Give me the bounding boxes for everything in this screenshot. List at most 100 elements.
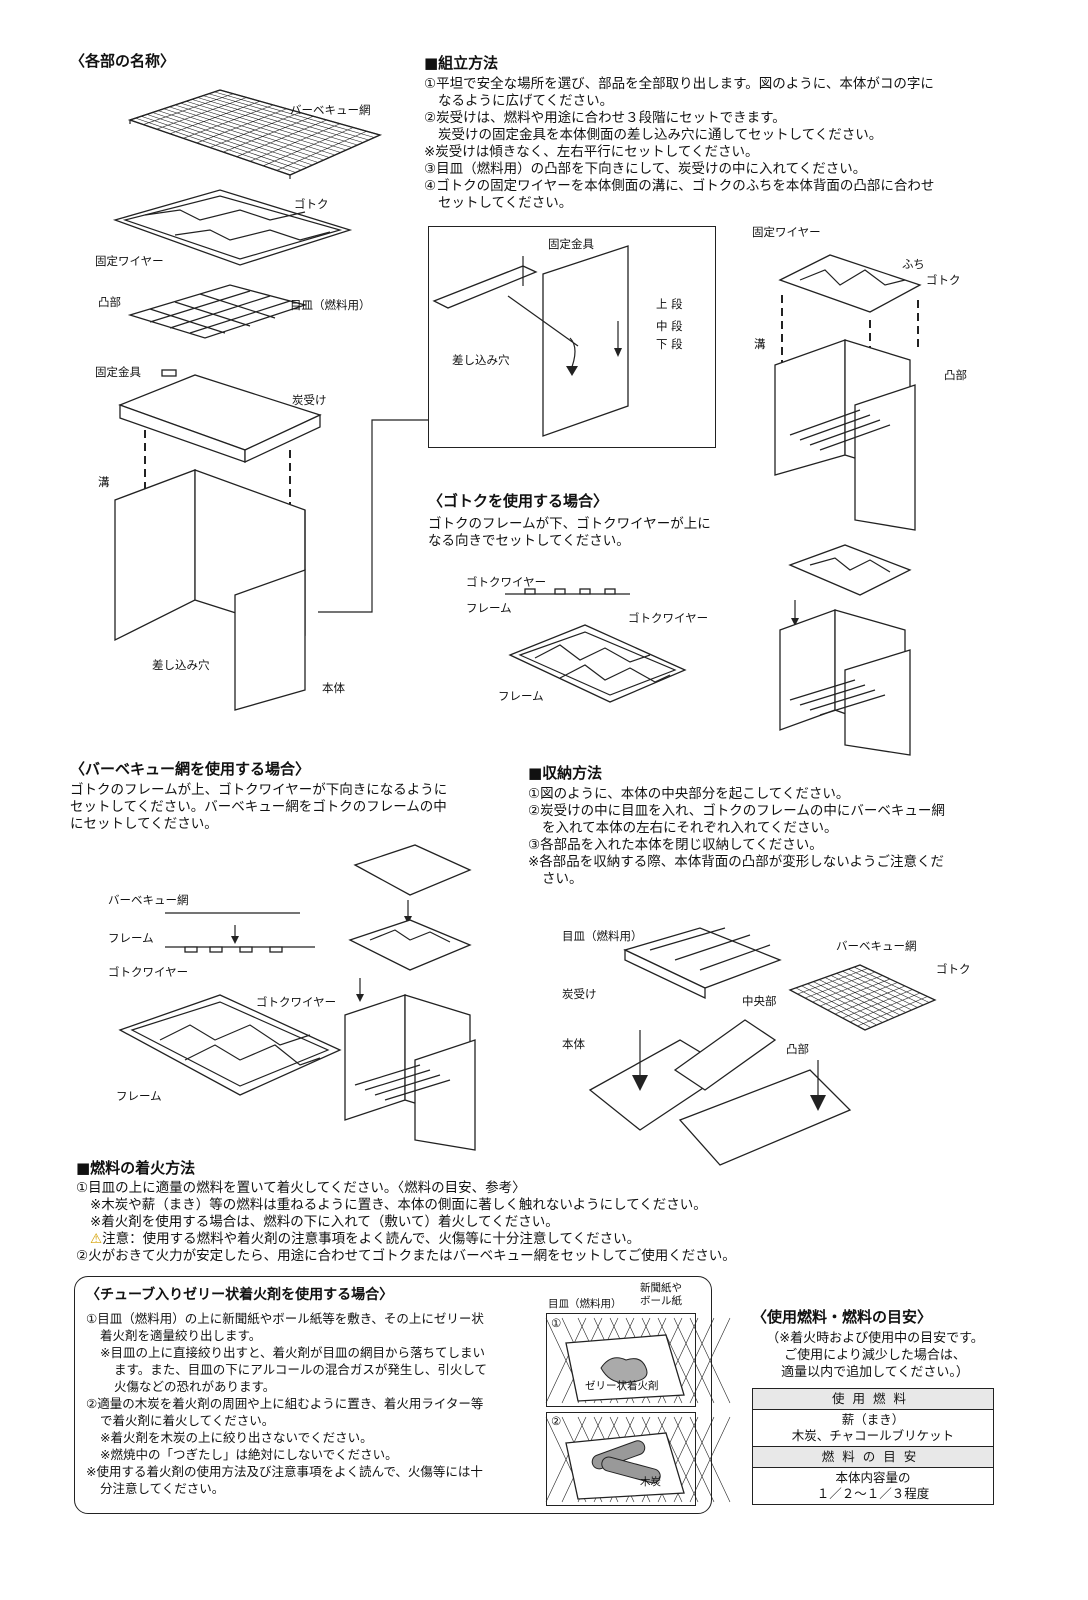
asm-label-gotoku: ゴトク	[926, 273, 961, 287]
bbq-use-diagram	[118, 912, 342, 1096]
detail-diagram	[432, 245, 629, 437]
bu-label-wire2: ゴトクワイヤー	[256, 995, 337, 1009]
asm-label-protrusion: 凸部	[944, 368, 967, 382]
ignition-line: ※着火剤を使用する場合は、燃料の下に入れて（敷いて）着火してください。	[90, 1214, 559, 1230]
label-body: 本体	[322, 681, 345, 695]
storage-text: ①図のように、本体の中央部分を起こしてください。 ②炭受けの中に目皿を入れ、ゴト…	[528, 786, 945, 888]
label-fixed-wire: 固定ワイヤー	[95, 254, 164, 268]
fuel-table-cell: 本体内容量の １／２〜１／３程度	[752, 1467, 994, 1505]
detail-box	[428, 226, 716, 448]
st-label-gotoku: ゴトク	[936, 962, 971, 976]
gel-figure-2	[546, 1412, 696, 1506]
bbq-use-line: ゴトクのフレームが上、ゴトクワイヤーが下向きになるように	[70, 782, 448, 798]
assembly-line: ③目皿（燃料用）の凸部を下向きにして、炭受けの中に入れてください。	[424, 161, 867, 177]
warning-icon: ⚠	[90, 1231, 103, 1247]
detail-label-lower: 下 段	[656, 337, 683, 351]
storage-line: を入れて本体の左右にそれぞれ入れてください。	[542, 820, 838, 836]
gu-label-wire2: ゴトクワイヤー	[628, 611, 709, 625]
gel-label-gel: ゼリー状着火剤	[585, 1380, 659, 1392]
bbq-use-line: にセットしてください。	[70, 816, 218, 832]
gel-label-news1: 新聞紙や	[640, 1282, 682, 1294]
bu-label-frame2: フレーム	[116, 1089, 162, 1103]
bu-label-net: バーベキュー網	[108, 893, 189, 907]
assembly-line: ④ゴトクの固定ワイヤーを本体側面の溝に、ゴトクのふちを本体背面の凸部に合わせ	[424, 178, 935, 194]
gotoku-use-line: ゴトクのフレームが下、ゴトクワイヤーが上に	[428, 516, 711, 532]
gel-text: ①目皿（燃料用）の上に新聞紙やボール紙等を敷き、その上にゼリー状 着火剤を適量絞…	[86, 1310, 487, 1497]
fuel-table-header-2: 燃料の目安	[752, 1446, 994, 1468]
gotoku-use-title: 〈ゴトクを使用する場合〉	[428, 492, 609, 510]
gel-label-num1: ①	[551, 1316, 562, 1330]
gel-line: ※使用する着火剤の使用方法及び注意事項をよく読んで、火傷等には十	[86, 1464, 483, 1479]
fuel-table-r1b: 木炭、チャコールブリケット	[791, 1428, 955, 1443]
label-bbq-net: バーベキュー網	[290, 103, 371, 117]
st-label-body: 本体	[562, 1037, 585, 1051]
storage-line: ※各部品を収納する際、本体背面の凸部が変形しないようご注意くだ	[528, 854, 945, 870]
gel-label-tray: 目皿（燃料用）	[548, 1298, 622, 1310]
storage-diagram	[588, 927, 937, 1166]
gel-line: ます。また、目皿の下にアルコールの混合ガスが発生し、引火して	[114, 1362, 488, 1377]
assembly-line: セットしてください。	[438, 195, 573, 211]
gotoku-use-text: ゴトクのフレームが下、ゴトクワイヤーが上に なる向きでセットしてください。	[428, 516, 711, 550]
storage-line: さい。	[542, 871, 583, 887]
bbq-use-title: 〈バーベキュー網を使用する場合〉	[70, 760, 311, 778]
gel-line: 着火剤を適量絞り出します。	[100, 1328, 262, 1343]
gel-figure-drawings	[545, 1317, 731, 1503]
fuel-note-line: ご使用により減少した場合は、	[784, 1348, 966, 1363]
detail-label-bracket: 固定金具	[548, 237, 594, 251]
tray-illustration	[127, 284, 308, 339]
fuel-table-r2b: １／２〜１／３程度	[816, 1486, 930, 1501]
gel-line: で着火剤に着火してください。	[100, 1413, 275, 1428]
assembly-line: ※炭受けは傾きなく、左右平行にセットしてください。	[424, 144, 759, 160]
gotoku-use-line: なる向きでセットしてください。	[428, 533, 630, 549]
asm-label-rim: ふち	[902, 257, 925, 271]
assembly-text: ①平坦で安全な場所を選び、部品を全部取り出します。図のように、本体がコの字に な…	[424, 76, 934, 212]
ignition-title: ■燃料の着火方法	[76, 1159, 196, 1177]
assembly-line: 炭受けの固定金具を本体側面の差し込み穴に通してセットしてください。	[438, 127, 883, 143]
gel-label-num2: ②	[551, 1414, 562, 1428]
gel-line: 分注意してください。	[100, 1481, 225, 1496]
assembly-line: ①平坦で安全な場所を選び、部品を全部取り出します。図のように、本体がコの字に	[424, 76, 934, 92]
ignition-line: ②火がおきて火力が安定したら、用途に合わせてゴトクまたはバーベキュー網をセットし…	[76, 1248, 736, 1264]
fuel-table-r1a: 薪（まき）	[841, 1412, 905, 1427]
ash-pan-illustration	[118, 369, 322, 464]
detail-label-middle: 中 段	[656, 319, 683, 333]
ignition-warning: ⚠注意：使用する燃料や着火剤の注意事項をよく読んで、火傷等に十分注意してください…	[76, 1231, 736, 1248]
storage-line: ③各部品を入れた本体を閉じ収納してください。	[528, 837, 823, 853]
gu-label-wire: ゴトクワイヤー	[466, 575, 547, 589]
fuel-table: 使用燃料 薪（まき） 木炭、チャコールブリケット 燃料の目安 本体内容量の １／…	[752, 1388, 994, 1505]
fuel-note-line: 適量以内で追加してください。）	[781, 1365, 969, 1380]
assembly-line: なるように広げてください。	[438, 93, 614, 109]
bu-label-frame: フレーム	[108, 931, 154, 945]
gel-box	[74, 1276, 712, 1514]
fuel-table-header-1: 使用燃料	[752, 1388, 994, 1410]
bbq-net-illustration	[127, 89, 382, 179]
st-label-ash: 炭受け	[562, 987, 597, 1001]
gel-line: ①目皿（燃料用）の上に新聞紙やボール紙等を敷き、その上にゼリー状	[86, 1311, 484, 1326]
gel-title: 〈チューブ入りゼリー状着火剤を使用する場合〉	[86, 1287, 394, 1303]
bbq-use-line: セットしてください。バーベキュー網をゴトクのフレームの中	[70, 799, 447, 815]
label-ash-pan: 炭受け	[292, 393, 327, 407]
label-protrusion: 凸部	[98, 295, 121, 309]
label-tray: 目皿（燃料用）	[290, 298, 371, 312]
label-gotoku: ゴトク	[294, 197, 329, 211]
parts-exploded-diagram	[112, 89, 382, 711]
fuel-table-r2a: 本体内容量の	[835, 1470, 911, 1485]
gu-label-frame: フレーム	[466, 601, 512, 615]
gel-label-news2: ボール紙	[640, 1295, 682, 1307]
gu-label-frame2: フレーム	[498, 689, 544, 703]
ignition-text: ①目皿の上に適量の燃料を置いて着火してください。〈燃料の目安、参考〉 ※木炭や薪…	[76, 1180, 736, 1265]
connector-line	[318, 419, 428, 613]
body-illustration	[114, 469, 306, 711]
storage-line: ②炭受けの中に目皿を入れ、ゴトクのフレームの中にバーベキュー網	[528, 803, 945, 819]
fuel-table-cell: 薪（まき） 木炭、チャコールブリケット	[752, 1409, 994, 1447]
ignition-line: ①目皿の上に適量の燃料を置いて着火してください。〈燃料の目安、参考〉	[76, 1180, 526, 1196]
bbq-use-assembled	[344, 844, 476, 1151]
asm-label-groove: 溝	[754, 337, 766, 351]
label-slot: 差し込み穴	[152, 658, 210, 672]
gel-line: 火傷などの恐れがあります。	[114, 1379, 276, 1394]
st-label-center: 中央部	[742, 994, 777, 1008]
assembled-gotoku-diagram	[774, 254, 922, 531]
gel-line: ※目皿の上に直接絞り出すと、着火剤が目皿の網目から落ちてしまい	[100, 1345, 485, 1360]
bu-label-wire: ゴトクワイヤー	[108, 965, 189, 979]
ignition-line: ※木炭や薪（まき）等の燃料は重ねるように置き、本体の側面に著しく触れないようにし…	[90, 1197, 707, 1213]
